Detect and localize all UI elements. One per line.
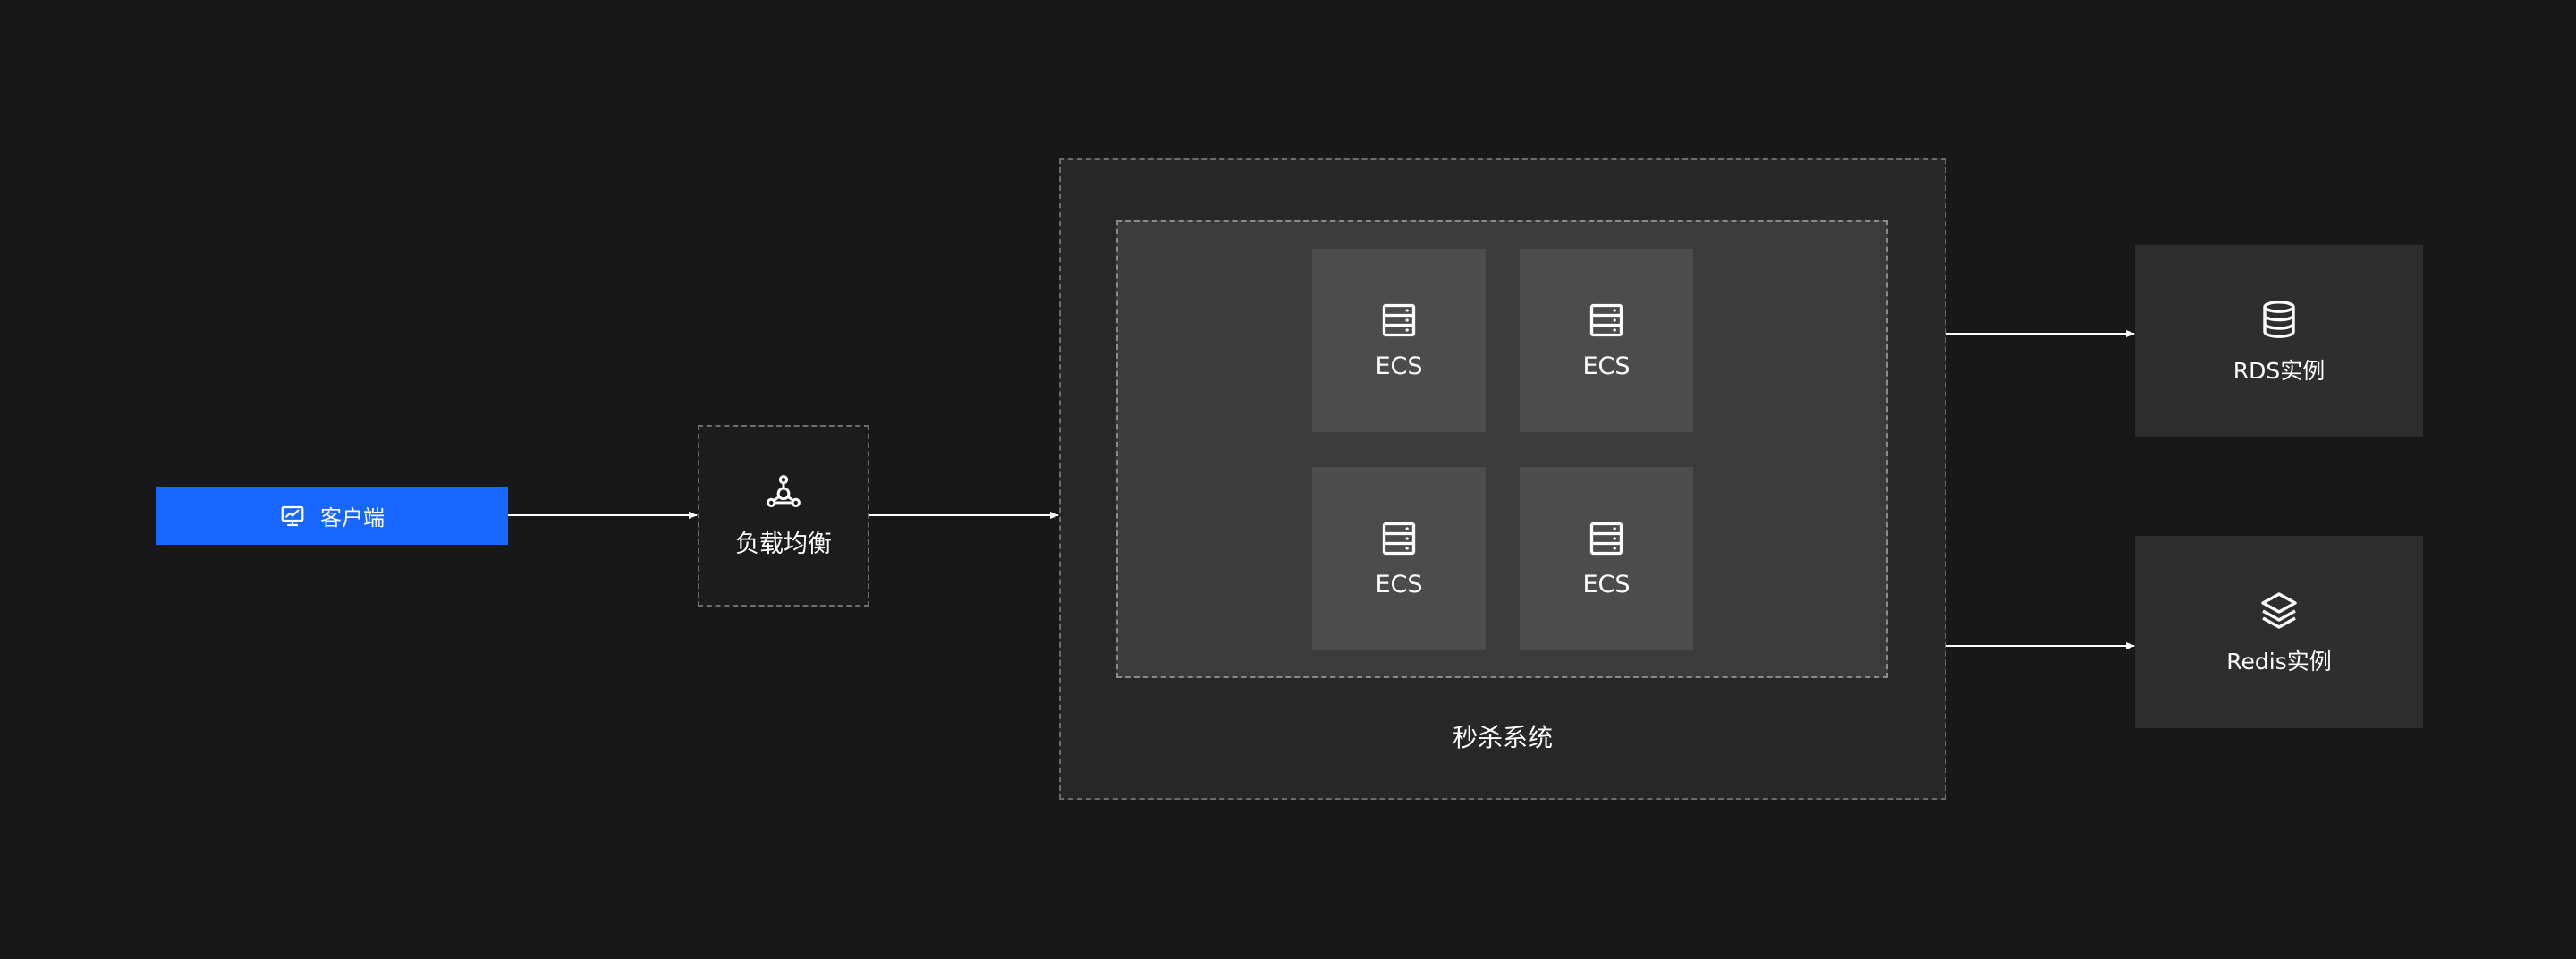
database-icon: [2258, 298, 2301, 341]
ecs-cluster-container: [1116, 220, 1888, 678]
seckill-system-label: 秒杀系统: [1452, 723, 1553, 752]
client-node[interactable]: 客户端: [156, 487, 508, 545]
layers-icon: [2258, 589, 2301, 632]
server-icon: [1379, 519, 1419, 558]
monitor-chart-icon: [279, 503, 306, 530]
rds-node[interactable]: RDS实例: [2135, 245, 2423, 437]
ecs-node-4[interactable]: ECS: [1520, 467, 1693, 650]
ecs-label: ECS: [1582, 571, 1631, 598]
ecs-node-3[interactable]: ECS: [1312, 467, 1486, 650]
ecs-label: ECS: [1582, 352, 1631, 380]
server-icon: [1587, 301, 1626, 340]
ecs-node-1[interactable]: ECS: [1312, 249, 1486, 432]
ecs-label: ECS: [1375, 352, 1423, 380]
server-icon: [1379, 301, 1419, 340]
network-nodes-icon: [764, 472, 803, 512]
load-balancer-label: 负载均衡: [735, 530, 832, 558]
client-label: 客户端: [320, 505, 385, 530]
rds-label: RDS实例: [2233, 357, 2326, 384]
ecs-label: ECS: [1375, 571, 1423, 598]
redis-label: Redis实例: [2226, 648, 2332, 675]
load-balancer-node[interactable]: 负载均衡: [698, 425, 869, 607]
server-icon: [1587, 519, 1626, 558]
ecs-node-2[interactable]: ECS: [1520, 249, 1693, 432]
redis-node[interactable]: Redis实例: [2135, 536, 2423, 728]
